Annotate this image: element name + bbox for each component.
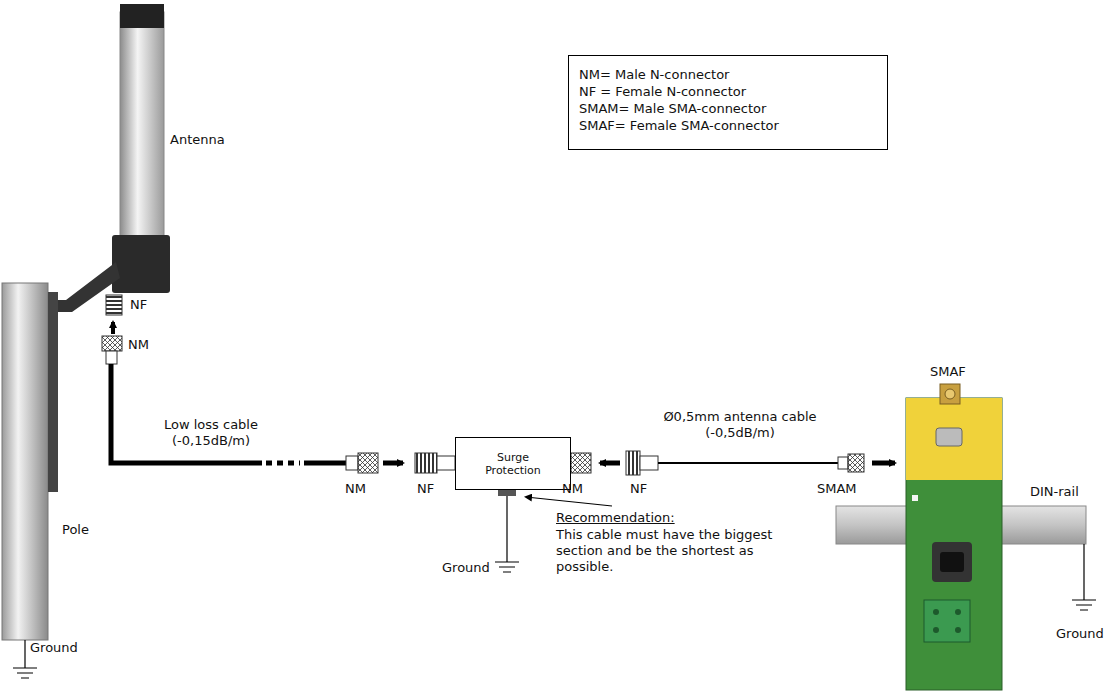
connector-label: SMAF: [930, 364, 966, 380]
part-label: Antenna: [170, 132, 225, 148]
part-label: DIN-rail: [1030, 484, 1079, 500]
legend-line: NM= Male N-connector: [579, 66, 877, 83]
cable-label: Low loss cable (-0,15dB/m): [150, 417, 272, 449]
radio-device: [906, 384, 1002, 690]
ground-label: Ground: [30, 640, 78, 656]
nf-connector: [415, 453, 437, 473]
ground-label: Ground: [442, 560, 490, 576]
legend-line: SMAF= Female SMA-connector: [579, 117, 877, 134]
low-loss-cable: [111, 364, 262, 463]
pole-clamp: [48, 292, 58, 492]
nf-connector: [106, 295, 122, 315]
connector-label: SMAM: [817, 481, 857, 497]
part-label: Pole: [62, 522, 89, 538]
antenna-cap: [120, 4, 164, 28]
surge-protection-box: Surge Protection: [455, 437, 571, 490]
box-label: Surge Protection: [471, 451, 555, 477]
antenna-base: [112, 235, 170, 293]
ground-symbol: [1072, 600, 1096, 610]
cable-label: Ø0,5mm antenna cable (-0,5dB/m): [640, 409, 840, 441]
antenna-cable: [658, 462, 838, 464]
pole: [2, 283, 48, 640]
connector-label: NF: [630, 481, 647, 497]
din-rail: [836, 506, 916, 544]
ground-label: Ground: [1056, 626, 1104, 642]
connector-label: NM: [562, 481, 583, 497]
legend-line: SMAM= Male SMA-connector: [579, 100, 877, 117]
smam-connector: [848, 454, 864, 472]
connector-label: NM: [345, 481, 366, 497]
ground-symbol: [495, 562, 519, 572]
legend-box: NM= Male N-connectorNF = Female N-connec…: [568, 55, 888, 150]
nf-connector: [626, 451, 640, 475]
nm-connector: [358, 453, 378, 473]
legend-line: NF = Female N-connector: [579, 83, 877, 100]
connector-label: NF: [130, 297, 147, 313]
ground-symbol: [13, 668, 37, 678]
connector-label: NM: [128, 337, 149, 353]
nm-connector: [571, 453, 591, 473]
note-text: This cable must have the biggest section…: [556, 527, 791, 575]
din-rail: [998, 506, 1086, 544]
nm-connector: [102, 336, 122, 351]
antenna-whip: [120, 12, 164, 237]
connector-label: NF: [417, 481, 434, 497]
note-heading: Recommendation:: [556, 510, 675, 526]
leader-arrow: [526, 497, 612, 506]
